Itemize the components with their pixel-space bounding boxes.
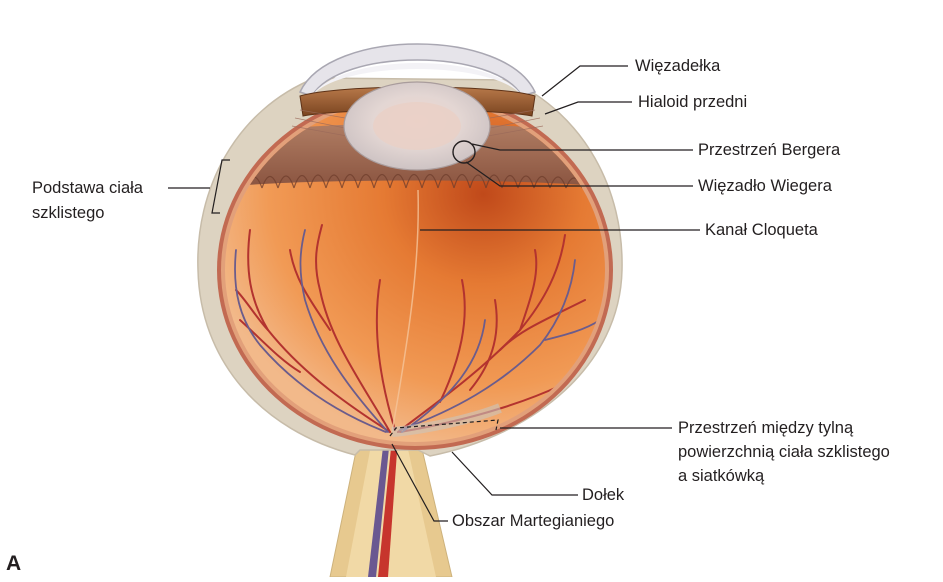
- label-retrovitreal-line1: Przestrzeń między tylną: [678, 418, 853, 439]
- label-martegiani-area: Obszar Martegianiego: [452, 511, 614, 532]
- label-retrovitreal-line2: powierzchnią ciała szklistego: [678, 442, 890, 463]
- label-berger-space: Przestrzeń Bergera: [698, 140, 840, 161]
- label-retrovitreal-line3: a siatkówką: [678, 466, 764, 487]
- label-anterior-hyaloid: Hialoid przedni: [638, 92, 747, 113]
- label-fovea: Dołek: [582, 485, 624, 506]
- label-vitreous-base-line1: Podstawa ciała: [32, 178, 143, 199]
- label-wieger-ligament: Więzadło Wiegera: [698, 176, 832, 197]
- label-zonules: Więzadełka: [635, 56, 720, 77]
- panel-letter: A: [6, 552, 21, 576]
- label-vitreous-base-line2: szklistego: [32, 203, 104, 224]
- label-cloquet-canal: Kanał Cloqueta: [705, 220, 818, 241]
